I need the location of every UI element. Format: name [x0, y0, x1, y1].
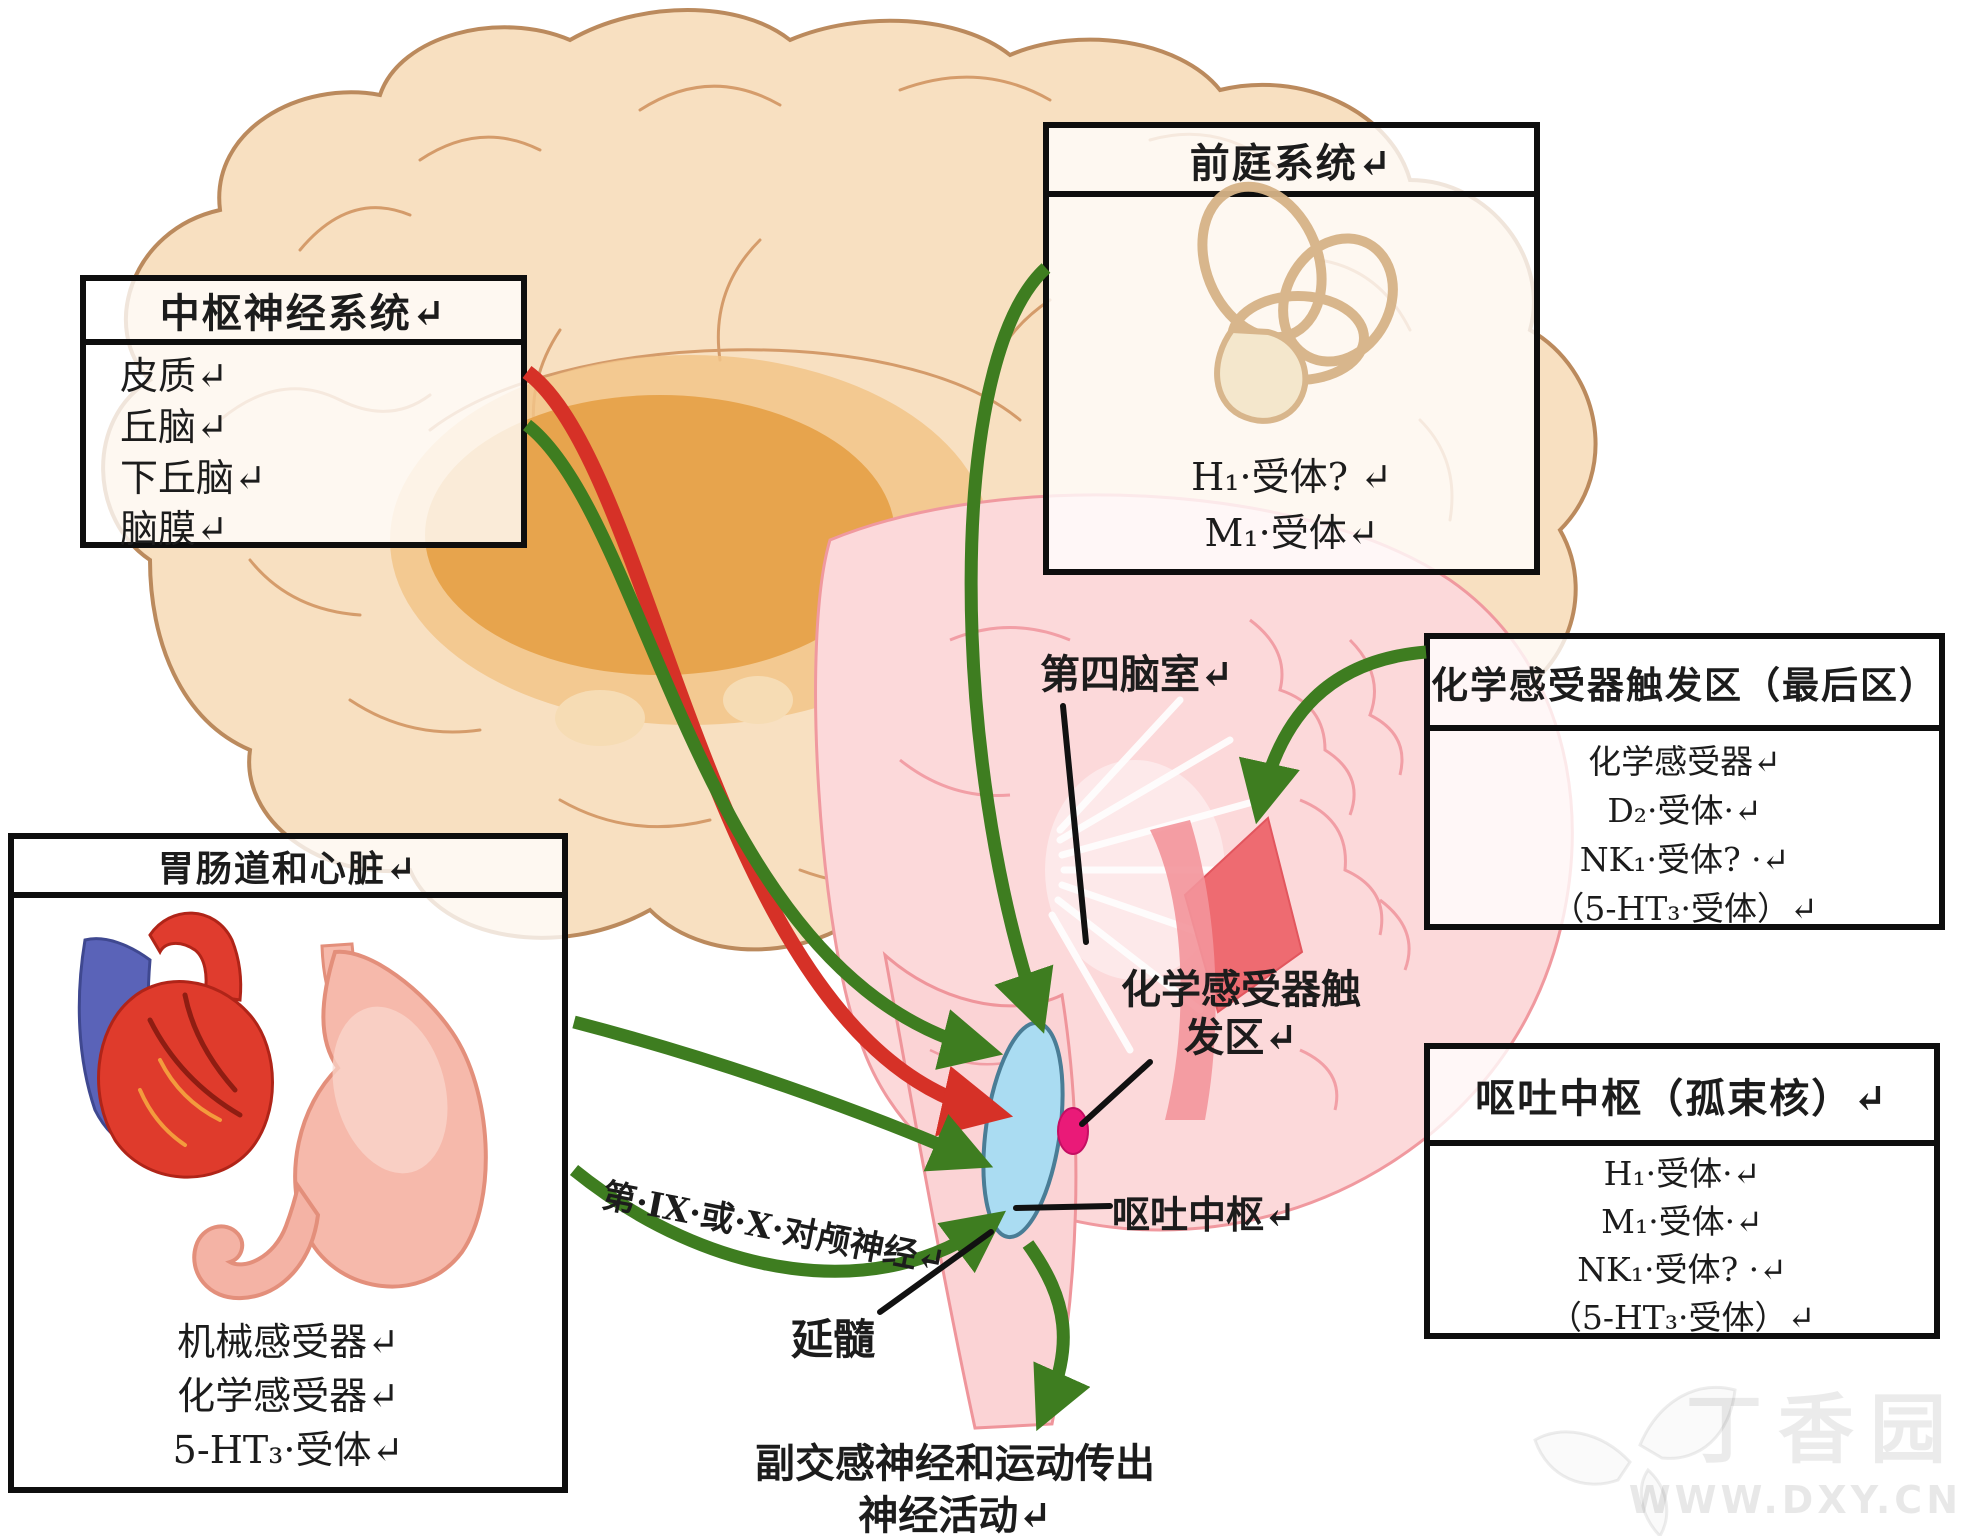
- vomiting-center-label: 呕吐中枢↵: [1112, 1192, 1296, 1237]
- ctz-box-title: 化学感受器触发区（最后区）: [1430, 639, 1939, 731]
- vc-box-title: 呕吐中枢（孤束核）↵: [1430, 1049, 1934, 1146]
- arrow-vestibular-green: [964, 263, 1054, 1034]
- hypothalamus-bump: [555, 690, 645, 746]
- arrow-gi-lower-green: [569, 1164, 1007, 1278]
- thalamus-region: [425, 395, 895, 675]
- ctz-magenta-dot: [1057, 1107, 1089, 1155]
- heart-aorta: [148, 911, 243, 1002]
- efferent-activity-label: 副交感神经和运动传出 神经活动↵: [720, 1438, 1190, 1536]
- efferent-label-line2: 神经活动↵: [858, 1492, 1052, 1536]
- leader-vomiting-center: [1013, 1203, 1113, 1211]
- ctz-label-line1: 化学感受器触: [1121, 966, 1361, 1013]
- cns-item: 皮质↵: [120, 354, 228, 398]
- inner-ear-drawing: [1197, 181, 1398, 424]
- cns-item: 脑膜↵: [120, 507, 228, 551]
- cns-box-title: 中枢神经系统↵: [86, 281, 521, 345]
- leader-lines: [877, 703, 1153, 1315]
- stomach-duodenum-hook: [192, 1181, 321, 1301]
- gi-item: 5-HT₃·受体↵: [172, 1428, 404, 1472]
- ctz-item: 化学感受器↵: [1588, 742, 1781, 781]
- cns-item: 下丘脑↵: [120, 456, 266, 500]
- vestibular-item: H₁·受体? ↵: [1191, 455, 1392, 499]
- chemoreceptor-trigger-zone-box: 化学感受器触发区（最后区） 化学感受器↵ D₂·受体·↵ NK₁·受体? ·↵ …: [1424, 633, 1945, 930]
- ctz-item: （5-HT₃·受体）↵: [1551, 889, 1818, 928]
- heart-body: [97, 980, 274, 1179]
- arrow-efferent-green: [1022, 1240, 1091, 1432]
- arrow-gi-upper-green: [572, 1015, 994, 1172]
- ctz-item: D₂·受体·↵: [1607, 791, 1762, 830]
- watermark-site-name: 丁香园: [1686, 1385, 1962, 1474]
- stomach-drawing: [192, 942, 488, 1301]
- vc-item: H₁·受体·↵: [1603, 1154, 1761, 1193]
- ctz-box-items: 化学感受器↵ D₂·受体·↵ NK₁·受体? ·↵ （5-HT₃·受体）↵: [1430, 731, 1939, 933]
- watermark: 丁香园 WWW.DXY.CN: [1629, 1368, 1962, 1522]
- ctz-item: NK₁·受体? ·↵: [1579, 840, 1790, 879]
- vestibular-box-items: H₁·受体? ↵ M₁·受体↵: [1049, 449, 1534, 561]
- cerebellum-folia: [899, 618, 1411, 1111]
- heart-drawing: [77, 911, 274, 1179]
- arrow-cns-red: [522, 365, 1014, 1137]
- gi-box-items: 机械感受器↵ 化学感受器↵ 5-HT₃·受体↵: [14, 1315, 562, 1477]
- vomiting-center-box: 呕吐中枢（孤束核）↵ H₁·受体·↵ M₁·受体·↵ NK₁·受体? ·↵ （5…: [1424, 1043, 1940, 1339]
- leader-medulla: [877, 1229, 994, 1315]
- arrow-ctz-green: [1238, 645, 1427, 825]
- cns-box: 中枢神经系统↵ 皮质↵ 丘脑↵ 下丘脑↵ 脑膜↵: [80, 275, 527, 551]
- mammillary-bump: [723, 676, 793, 724]
- leader-fourth-ventricle: [1060, 703, 1089, 945]
- cns-box-items: 皮质↵ 丘脑↵ 下丘脑↵ 脑膜↵: [86, 345, 521, 555]
- arrow-cns-green: [523, 419, 1004, 1070]
- ctz-label: 化学感受器触 发区↵: [1096, 966, 1386, 1062]
- watermark-site-url: WWW.DXY.CN: [1628, 1478, 1962, 1522]
- vestibular-box-title: 前庭系统↵: [1049, 128, 1534, 197]
- gi-item: 机械感受器↵: [177, 1320, 399, 1364]
- efferent-label-line1: 副交感神经和运动传出: [755, 1440, 1155, 1487]
- gi-box-title: 胃肠道和心脏↵: [14, 839, 562, 898]
- leader-ctz-label: [1079, 1059, 1153, 1127]
- vestibular-item: M₁·受体↵: [1204, 511, 1379, 555]
- ctz-label-line2: 发区↵: [1184, 1014, 1298, 1061]
- gi-item: 化学感受器↵: [177, 1374, 399, 1418]
- vc-item: NK₁·受体? ·↵: [1577, 1250, 1787, 1289]
- vc-box-items: H₁·受体·↵ M₁·受体·↵ NK₁·受体? ·↵ （5-HT₃·受体）↵: [1430, 1146, 1934, 1342]
- cns-item: 丘脑↵: [120, 405, 228, 449]
- stomach-highlight: [332, 1006, 448, 1174]
- medulla-label: 延髓: [791, 1315, 876, 1364]
- vc-item: （5-HT₃·受体）↵: [1548, 1298, 1816, 1337]
- ventricle-red-column: [1150, 820, 1216, 1120]
- fourth-ventricle-label: 第四脑室↵: [1040, 651, 1234, 698]
- vc-item: M₁·受体·↵: [1601, 1202, 1763, 1241]
